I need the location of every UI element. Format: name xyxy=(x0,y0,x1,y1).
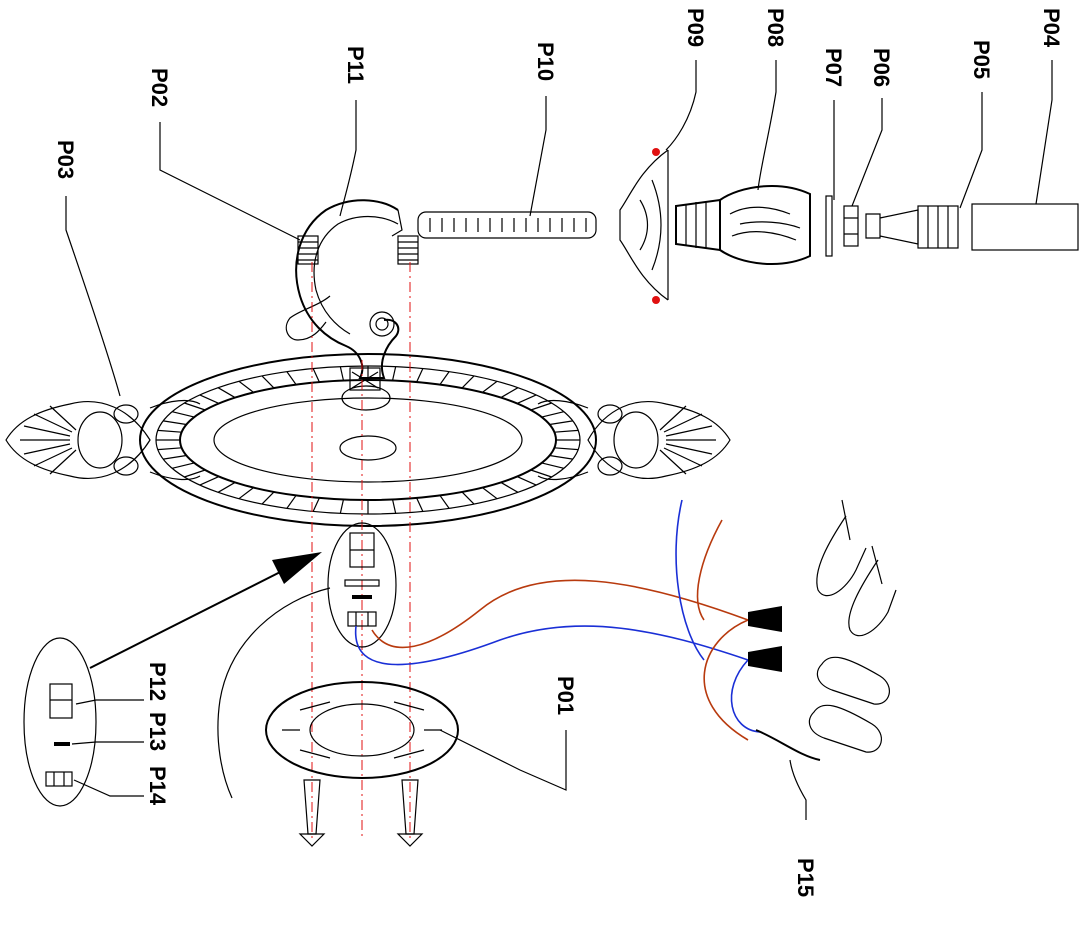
hardware-detail-callout xyxy=(23,637,97,807)
label-p01: P01 xyxy=(553,676,578,715)
threaded-rod-p10 xyxy=(417,211,597,239)
backplate-rib xyxy=(482,380,498,393)
backplate-rib xyxy=(461,491,475,505)
callout-arrow xyxy=(89,552,322,669)
leader-lines xyxy=(65,60,1053,820)
backplate-rib xyxy=(530,469,552,478)
arm-p11 xyxy=(285,199,419,411)
backplate-rib xyxy=(516,394,537,405)
label-p13: P13 xyxy=(145,712,170,751)
backplate-rib xyxy=(339,366,345,381)
backplate-rib xyxy=(217,481,236,493)
cable-tie-1 xyxy=(816,499,867,597)
label-p05: P05 xyxy=(969,40,994,79)
backplate-rib xyxy=(261,375,275,389)
alignment-guides xyxy=(311,262,411,840)
screw-right xyxy=(396,779,424,847)
candle-sleeve-p08 xyxy=(675,185,811,265)
backplate-rib xyxy=(312,368,320,383)
sleeve-1 xyxy=(816,656,890,705)
label-p15: P15 xyxy=(793,858,818,897)
label-p11: P11 xyxy=(343,46,368,84)
backplate-rib xyxy=(199,394,220,405)
backplate-rib xyxy=(416,497,424,512)
label-p10: P10 xyxy=(533,42,558,81)
wiring xyxy=(354,499,821,761)
backplate-rib xyxy=(171,462,195,469)
backplate-rib xyxy=(530,402,552,411)
backplate-rib xyxy=(163,420,187,426)
backplate-rib xyxy=(549,420,573,426)
backplate-rib xyxy=(184,402,206,411)
backplate-rib xyxy=(286,371,297,385)
bobeche-p09 xyxy=(619,148,669,304)
backplate-rib xyxy=(238,380,254,393)
backplate-rib xyxy=(541,411,565,418)
backplate-rib xyxy=(217,387,236,399)
mounting-bracket-p01 xyxy=(265,681,459,779)
screw-head-top xyxy=(652,148,660,156)
backplate-rib xyxy=(163,454,187,460)
label-p04: P04 xyxy=(1039,8,1064,48)
backplate-rib xyxy=(391,499,397,514)
label-p08: P08 xyxy=(763,8,788,47)
wire-connector-top xyxy=(748,606,782,632)
backplate-p03 xyxy=(5,353,731,527)
label-p12: P12 xyxy=(145,662,170,701)
backplate-rib xyxy=(171,411,195,418)
candle-cover-p04 xyxy=(971,203,1079,251)
wire-connector-bottom xyxy=(748,646,782,672)
nut-p06 xyxy=(843,205,859,247)
backplate-rib xyxy=(500,481,519,493)
cable-tie-2 xyxy=(848,545,897,637)
backplate-rib xyxy=(416,368,424,383)
backplate-rib xyxy=(541,462,565,469)
backplate-rib xyxy=(157,429,182,433)
hardware-callout-main xyxy=(217,522,397,799)
backplate-rib xyxy=(184,469,206,478)
backplate-rib xyxy=(554,429,579,433)
backplate-rib xyxy=(312,497,320,512)
backplate-rib xyxy=(157,447,182,451)
backplate-rib xyxy=(482,487,498,500)
label-p07: P07 xyxy=(821,48,846,87)
washer-p07 xyxy=(825,195,833,257)
label-p03: P03 xyxy=(53,140,78,179)
backplate-rib xyxy=(461,375,475,389)
socket-p05 xyxy=(865,205,959,249)
label-p06: P06 xyxy=(869,48,894,87)
label-p09: P09 xyxy=(683,8,708,47)
label-p14: P14 xyxy=(145,766,170,806)
backplate-rib xyxy=(500,387,519,399)
backplate-rib xyxy=(261,491,275,505)
sleeve-2 xyxy=(808,704,882,753)
backplate-rib xyxy=(549,454,573,460)
backplate-rib xyxy=(286,495,297,509)
backplate-rib xyxy=(391,366,397,381)
label-p02: P02 xyxy=(147,68,172,107)
backplate-rib xyxy=(339,499,345,514)
backplate-rib xyxy=(439,495,450,509)
backplate-rib xyxy=(199,475,220,486)
screw-head-bottom xyxy=(652,296,660,304)
backplate-rib xyxy=(238,487,254,500)
backplate-rib xyxy=(439,371,450,385)
screw-left xyxy=(298,779,326,847)
backplate-rib xyxy=(554,447,579,451)
backplate-rib xyxy=(516,475,537,486)
